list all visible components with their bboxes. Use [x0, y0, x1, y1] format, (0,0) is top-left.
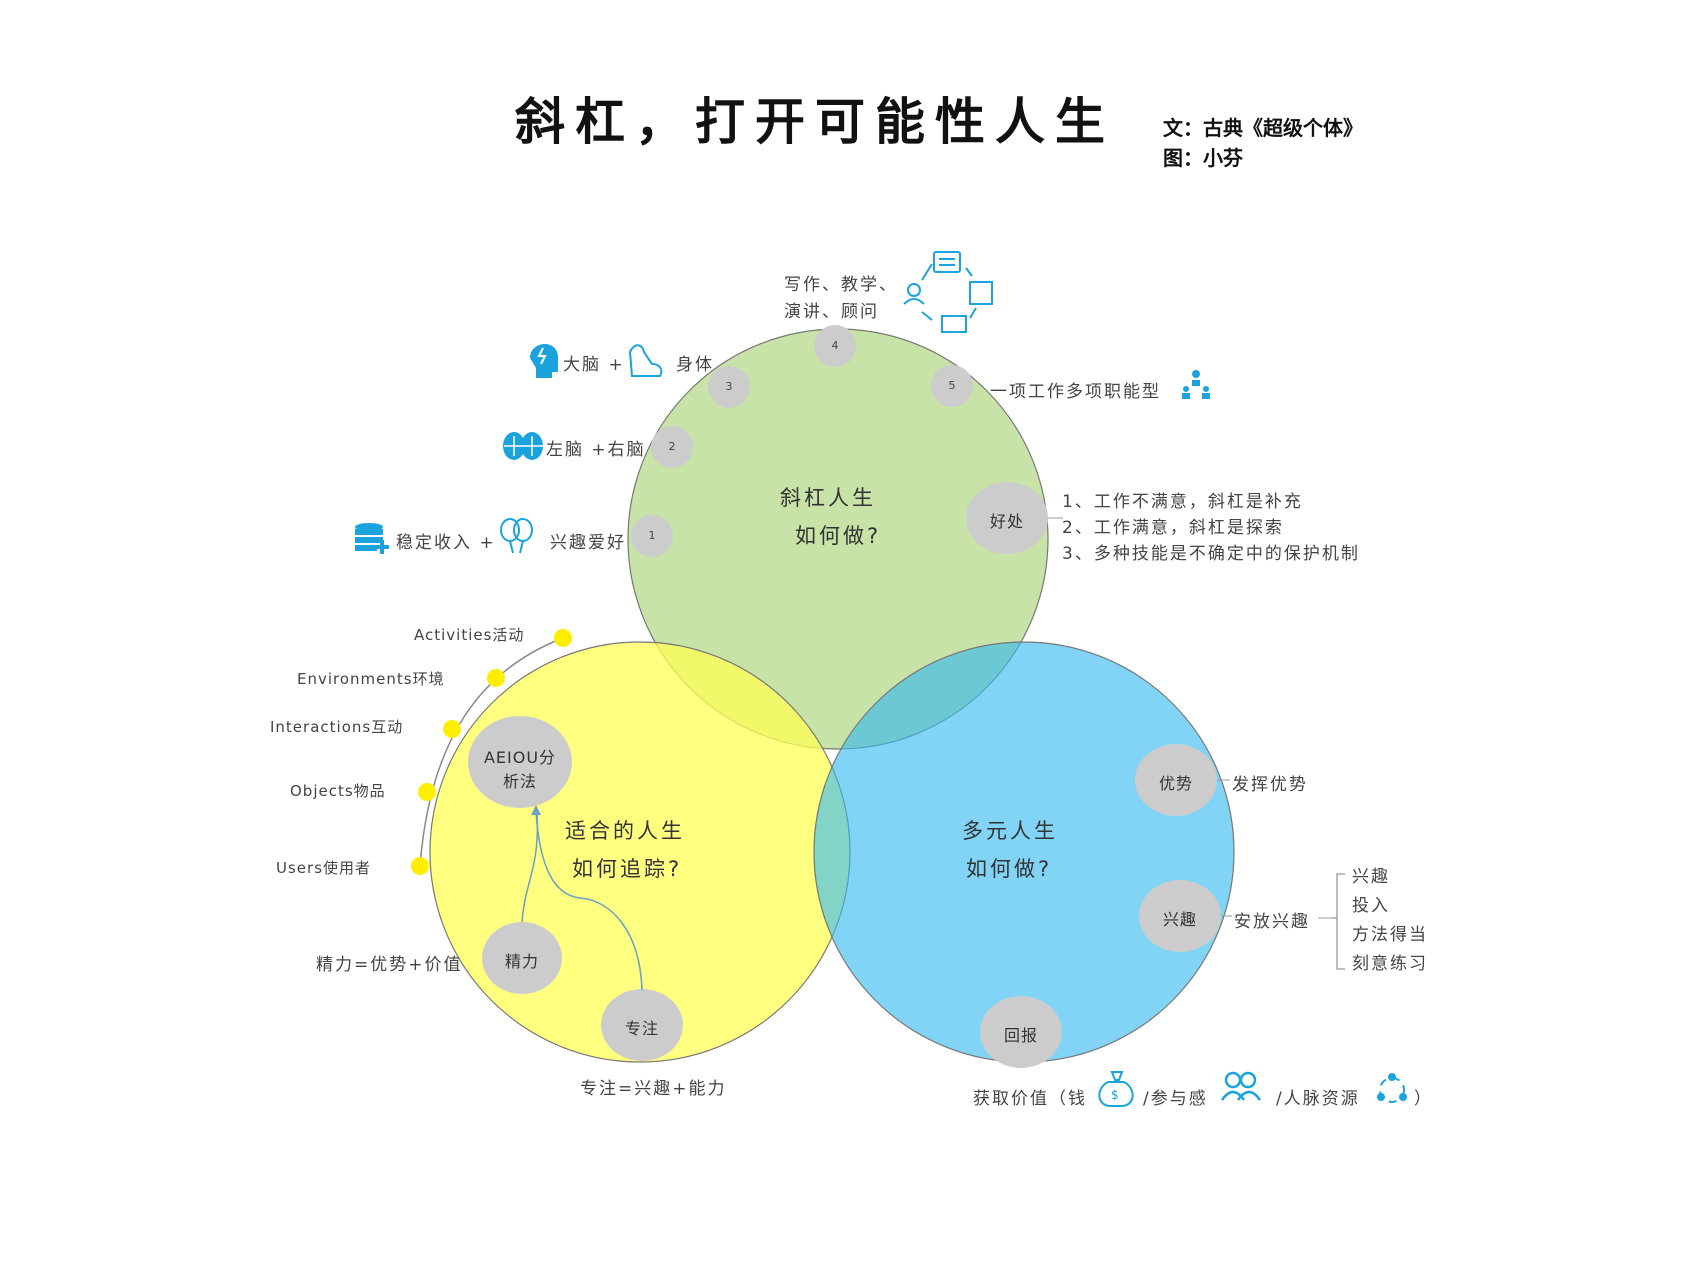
node-benefit[interactable] [966, 482, 1048, 554]
aeiou-dot-interactions [443, 720, 461, 738]
reward-part-4: ） [1414, 1089, 1433, 1109]
benefit-node-label: 好处 [989, 512, 1024, 531]
interest-bracket [1332, 873, 1345, 970]
benefit-item-2: 2、工作满意，斜杠是探索 [1062, 518, 1284, 538]
focus-desc: 专注=兴趣+能力 [580, 1079, 727, 1099]
credit-text: 文：古典《超级个体》 [1163, 116, 1363, 140]
node-interest[interactable] [1139, 880, 1221, 952]
aeiou-activities: Activities活动 [414, 626, 525, 644]
interest-item-2: 投入 [1352, 896, 1390, 916]
money-bag-icon: $ [1098, 1071, 1134, 1107]
node-1-label: 1 [648, 529, 656, 542]
aeiou-interactions: Interactions互动 [270, 718, 404, 736]
focus-node-label: 专注 [624, 1019, 659, 1038]
p4-line1: 写作、教学、 [784, 275, 898, 295]
multi-life-subtitle: 如何做? [966, 857, 1053, 881]
cycle-icons [903, 251, 993, 333]
interest-node-label: 兴趣 [1162, 910, 1197, 929]
network-icon [1377, 1073, 1407, 1103]
arrowhead [531, 805, 541, 815]
p1-text: 稳定收入 + [396, 533, 496, 553]
aeiou-node-line1: AEIOU分 [483, 748, 557, 767]
node-energy[interactable] [482, 922, 562, 994]
node-4-label: 4 [831, 339, 839, 352]
interest-item-1: 兴趣 [1352, 867, 1390, 887]
p2-text: 左脑 +右脑 [546, 440, 646, 460]
page-title: 斜杠，打开可能性人生 [515, 92, 1115, 151]
fit-life-subtitle: 如何追踪? [572, 857, 683, 881]
aeiou-dot-activities [554, 629, 572, 647]
arrow-focus-to-aeiou [535, 811, 643, 991]
multi-life-title: 多元人生 [962, 819, 1058, 843]
energy-desc: 精力=优势+价值 [316, 955, 463, 975]
p1-text2: 兴趣爱好 [550, 533, 626, 553]
slash-life-subtitle: 如何做? [795, 524, 882, 548]
aeiou-dot-users [411, 857, 429, 875]
aeiou-node-line2: 析法 [502, 772, 537, 791]
database-plus-icon [355, 523, 389, 554]
node-2[interactable] [651, 426, 693, 468]
interest-desc: 安放兴趣 [1234, 912, 1310, 932]
benefit-item-1: 1、工作不满意，斜杠是补充 [1062, 492, 1303, 512]
aeiou-objects: Objects物品 [290, 782, 386, 800]
node-advantage[interactable] [1135, 744, 1217, 816]
reward-part-3: /人脉资源 [1276, 1089, 1360, 1109]
head-icon [530, 344, 559, 378]
aeiou-users: Users使用者 [276, 859, 372, 877]
interest-item-3: 方法得当 [1352, 925, 1428, 945]
node-3[interactable] [708, 366, 750, 408]
advantage-desc: 发挥优势 [1232, 775, 1308, 795]
benefit-item-3: 3、多种技能是不确定中的保护机制 [1062, 544, 1360, 564]
aeiou-dot-environments [487, 669, 505, 687]
svg-text:$: $ [1111, 1088, 1119, 1102]
interest-item-4: 刻意练习 [1352, 954, 1428, 974]
p5-text: 一项工作多项职能型 [990, 382, 1161, 402]
fit-life-title: 适合的人生 [565, 819, 685, 843]
advantage-node-label: 优势 [1158, 774, 1193, 793]
energy-node-label: 精力 [504, 952, 539, 971]
node-3-label: 3 [725, 380, 733, 393]
node-reward[interactable] [980, 996, 1062, 1068]
balloons-icon [500, 518, 533, 554]
reward-node-label: 回报 [1003, 1026, 1038, 1045]
node-1[interactable] [631, 515, 673, 557]
slash-life-title: 斜杠人生 [780, 486, 876, 510]
org-chart-icon [1182, 370, 1210, 399]
p3-text2: 身体 [676, 355, 714, 375]
credit-image: 图：小芬 [1163, 146, 1243, 170]
p3-text: 大脑 + [563, 355, 625, 375]
people-icon [1220, 1071, 1262, 1101]
node-2-label: 2 [668, 440, 676, 453]
reward-part-1: 获取价值（钱 [973, 1089, 1087, 1109]
node-5-label: 5 [948, 379, 956, 392]
node-focus[interactable] [601, 989, 683, 1061]
aeiou-arc [419, 637, 564, 867]
node-aeiou[interactable] [468, 716, 572, 808]
aeiou-environments: Environments环境 [297, 670, 445, 688]
node-5[interactable] [931, 365, 973, 407]
reward-part-2: /参与感 [1143, 1089, 1208, 1109]
arm-icon [628, 344, 663, 377]
aeiou-dot-objects [418, 783, 436, 801]
brain-icon [503, 432, 544, 460]
node-4[interactable] [814, 325, 856, 367]
p4-line2: 演讲、顾问 [784, 302, 879, 322]
